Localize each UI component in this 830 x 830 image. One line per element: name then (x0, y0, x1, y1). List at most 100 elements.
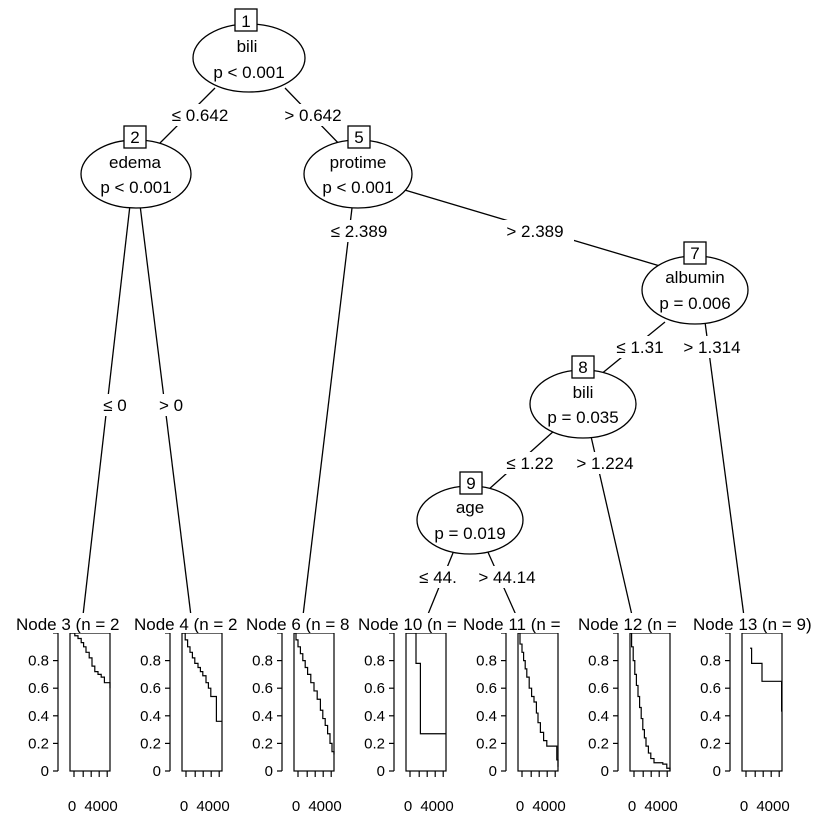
edge-7-13 (704, 321, 746, 625)
km-survival-curve (70, 632, 111, 689)
y-tick-label: 0.8 (588, 653, 609, 670)
inner-node-5: 5 protime p < 0.001 (303, 125, 413, 209)
edge-label-7-right: > 1.314 (683, 338, 740, 357)
plot-frame (69, 632, 111, 772)
node-id-5: 5 (354, 128, 363, 147)
y-tick-label: 0.6 (252, 680, 273, 697)
y-tick-label: 0.6 (140, 680, 161, 697)
node-id-2: 2 (130, 128, 139, 147)
y-tick-label: 0 (41, 763, 49, 780)
terminal-node-title: Node 6 (n = 8 (246, 615, 350, 634)
terminal-node-panel: 0 0.2 0.4 0.6 0.8 0 4000 (364, 632, 454, 815)
terminal-node-title: Node 4 (n = 2 (134, 615, 238, 634)
y-tick-label: 0.4 (252, 708, 273, 725)
y-tick-label: 0.6 (700, 680, 721, 697)
edge-label-5-right: > 2.389 (506, 222, 563, 241)
y-tick-label: 0 (153, 763, 161, 780)
inner-node-7: 7 albumin p = 0.006 (641, 241, 749, 325)
km-survival-curve (182, 632, 222, 722)
edge-label-8-right: > 1.224 (576, 454, 633, 473)
node-variable-9: age (456, 498, 484, 517)
x-tick-label: 4000 (756, 798, 789, 815)
km-survival-curve (750, 647, 783, 712)
x-tick-label: 4000 (420, 798, 453, 815)
x-tick-label: 0 (628, 798, 636, 815)
node-id-1: 1 (241, 12, 250, 31)
node-variable-8: bili (573, 383, 594, 402)
edge-label-1-right: > 0.642 (284, 106, 341, 125)
x-tick-label: 4000 (196, 798, 229, 815)
y-tick-label: 0 (601, 763, 609, 780)
y-tick-label: 0.2 (140, 735, 161, 752)
x-tick-label: 0 (740, 798, 748, 815)
edge-label-1-left: ≤ 0.642 (172, 106, 229, 125)
node-pvalue-5: p < 0.001 (322, 178, 393, 197)
node-variable-2: edema (109, 153, 162, 172)
inner-node-8: 8 bili p = 0.035 (529, 355, 637, 439)
y-tick-label: 0.2 (364, 735, 385, 752)
y-tick-label: 0 (265, 763, 273, 780)
node-variable-7: albumin (665, 268, 725, 287)
node-pvalue-8: p = 0.035 (547, 408, 618, 427)
x-tick-label: 4000 (308, 798, 341, 815)
terminal-title-bg (462, 613, 572, 633)
plot-frame (405, 632, 447, 772)
edge-label-8-left: ≤ 1.22 (506, 454, 553, 473)
node-variable-5: protime (330, 153, 387, 172)
y-tick-label: 0.8 (28, 653, 49, 670)
edge-label-5-left: ≤ 2.389 (331, 222, 388, 241)
y-tick-label: 0.6 (364, 680, 385, 697)
node-pvalue-1: p < 0.001 (213, 63, 284, 82)
km-survival-curve (630, 632, 671, 771)
x-tick-label: 0 (180, 798, 188, 815)
y-tick-label: 0.8 (700, 653, 721, 670)
edge-label-7-left: ≤ 1.31 (616, 338, 663, 357)
x-tick-label: 0 (292, 798, 300, 815)
node-id-8: 8 (578, 358, 587, 377)
y-tick-label: 0.4 (28, 708, 49, 725)
x-tick-label: 0 (68, 798, 76, 815)
node-pvalue-7: p = 0.006 (659, 294, 730, 313)
node-id-7: 7 (690, 244, 699, 263)
terminal-title-bg (357, 613, 467, 633)
inner-node-9: 9 age p = 0.019 (416, 471, 524, 555)
terminal-title-bg (245, 613, 355, 633)
edge-5-6 (301, 207, 353, 625)
terminal-node-title: Node 11 (n = (463, 615, 561, 634)
edge-label-9-right: > 44.14 (478, 568, 535, 587)
x-tick-label: 4000 (532, 798, 565, 815)
terminal-title-bg (692, 613, 802, 633)
y-tick-label: 0.4 (140, 708, 161, 725)
y-tick-label: 0.8 (252, 653, 273, 670)
terminal-panels: 0 0.2 0.4 0.6 0.8 0 4000 0 0.2 0.4 0.6 0.8 0 4000 0 0.2… (15, 613, 812, 815)
inner-node-1: 1 bili p < 0.001 (192, 8, 306, 93)
node-id-9: 9 (466, 474, 475, 493)
terminal-node-title: Node 3 (n = 2 (16, 615, 120, 634)
y-tick-label: 0.2 (700, 735, 721, 752)
y-tick-label: 0.4 (364, 708, 385, 725)
km-survival-curve (406, 632, 446, 735)
node-pvalue-9: p = 0.019 (434, 524, 505, 543)
y-tick-label: 0.6 (28, 680, 49, 697)
terminal-node-title: Node 12 (n = (578, 615, 677, 634)
y-tick-label: 0.2 (252, 735, 273, 752)
plot-frame (741, 632, 783, 772)
y-tick-label: 0.8 (364, 653, 385, 670)
terminal-title-bg (15, 613, 125, 633)
edge-label-9-left: ≤ 44. (419, 568, 457, 587)
x-tick-label: 4000 (84, 798, 117, 815)
y-tick-label: 0 (377, 763, 385, 780)
x-tick-label: 0 (516, 798, 524, 815)
node-pvalue-2: p < 0.001 (100, 178, 171, 197)
x-tick-label: 0 (404, 798, 412, 815)
y-tick-label: 0 (489, 763, 497, 780)
y-tick-label: 0.4 (476, 708, 497, 725)
edge-labels: ≤ 0.642 > 0.642 ≤ 0 > 0 ≤ 2.389 > 2.389 … (98, 104, 752, 588)
y-tick-label: 0.6 (588, 680, 609, 697)
